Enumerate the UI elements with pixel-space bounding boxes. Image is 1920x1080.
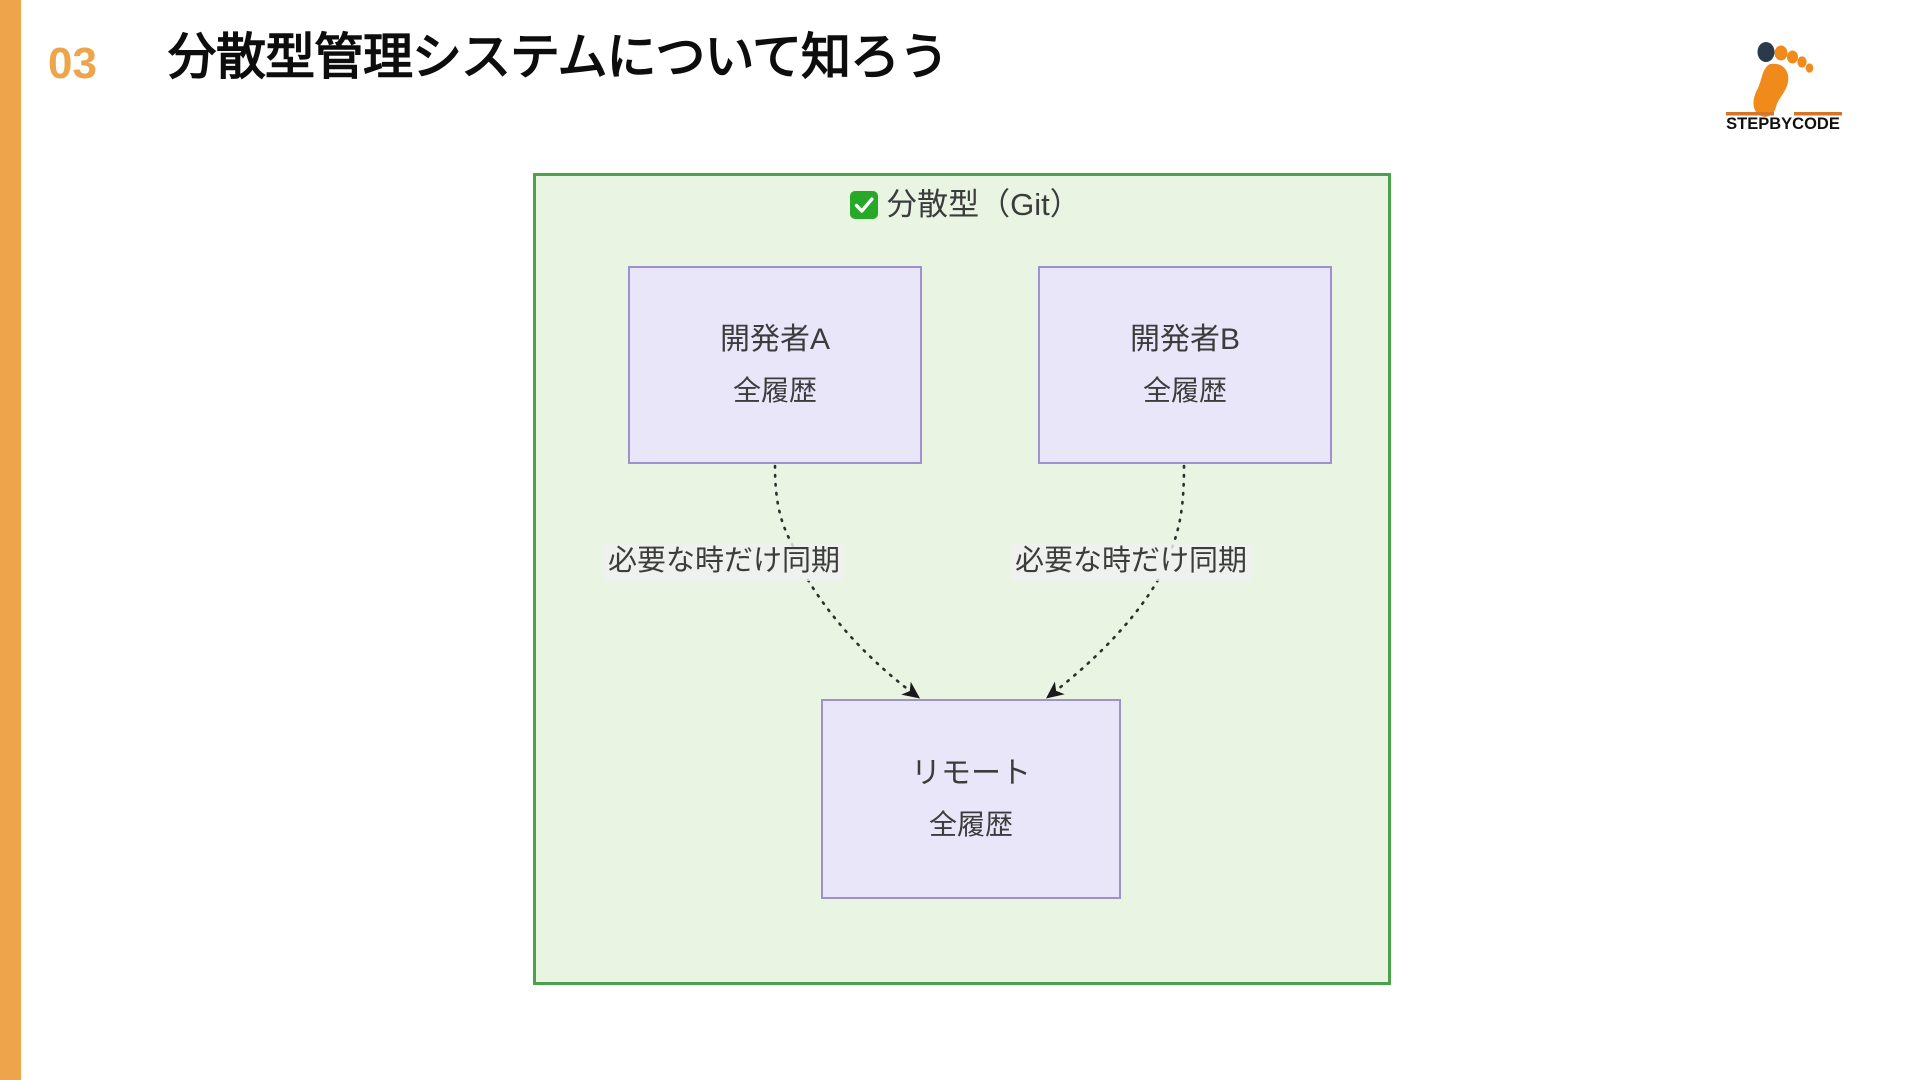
diagram-caption: 分散型（Git）	[536, 189, 1394, 220]
edge-dev-b-upper	[1170, 464, 1186, 550]
page-title: 分散型管理システムについて知ろう	[167, 29, 949, 85]
logo-wordmark: STEPBYCODE	[1726, 115, 1840, 133]
edge-dev-b-lower	[1045, 578, 1160, 699]
node-remote: リモート 全履歴	[821, 699, 1121, 899]
diagram-caption-text: 分散型（Git）	[886, 187, 1081, 222]
footprint-icon: STEPBYCODE	[1726, 42, 1842, 133]
node-developer-a: 開発者A 全履歴	[628, 266, 922, 464]
node-developer-b-subtitle: 全履歴	[1142, 375, 1227, 406]
node-developer-a-title: 開発者A	[719, 323, 830, 356]
brand-logo: STEPBYCODE	[1708, 28, 1858, 133]
node-developer-a-subtitle: 全履歴	[732, 375, 817, 406]
edge-dev-a-lower	[806, 578, 921, 699]
section-number: 03	[48, 39, 97, 88]
edge-dev-a-upper	[773, 464, 796, 550]
left-accent-stripe	[0, 0, 21, 1080]
white-check-mark-emoji	[850, 191, 879, 219]
node-remote-title: リモート	[911, 757, 1031, 790]
node-developer-b-title: 開発者B	[1129, 323, 1240, 356]
edge-label-dev-a-sync: 必要な時だけ同期	[604, 543, 845, 581]
node-developer-b: 開発者B 全履歴	[1038, 266, 1332, 464]
slide-header: 03 分散型管理システムについて知ろう	[0, 0, 1920, 150]
edge-label-dev-b-sync: 必要な時だけ同期	[1011, 543, 1252, 581]
diagram-frame: 分散型（Git） 開発者A 全履歴 開発者B 全履歴 リモート 全履歴 必要な時…	[533, 173, 1391, 985]
node-remote-subtitle: 全履歴	[928, 809, 1013, 840]
